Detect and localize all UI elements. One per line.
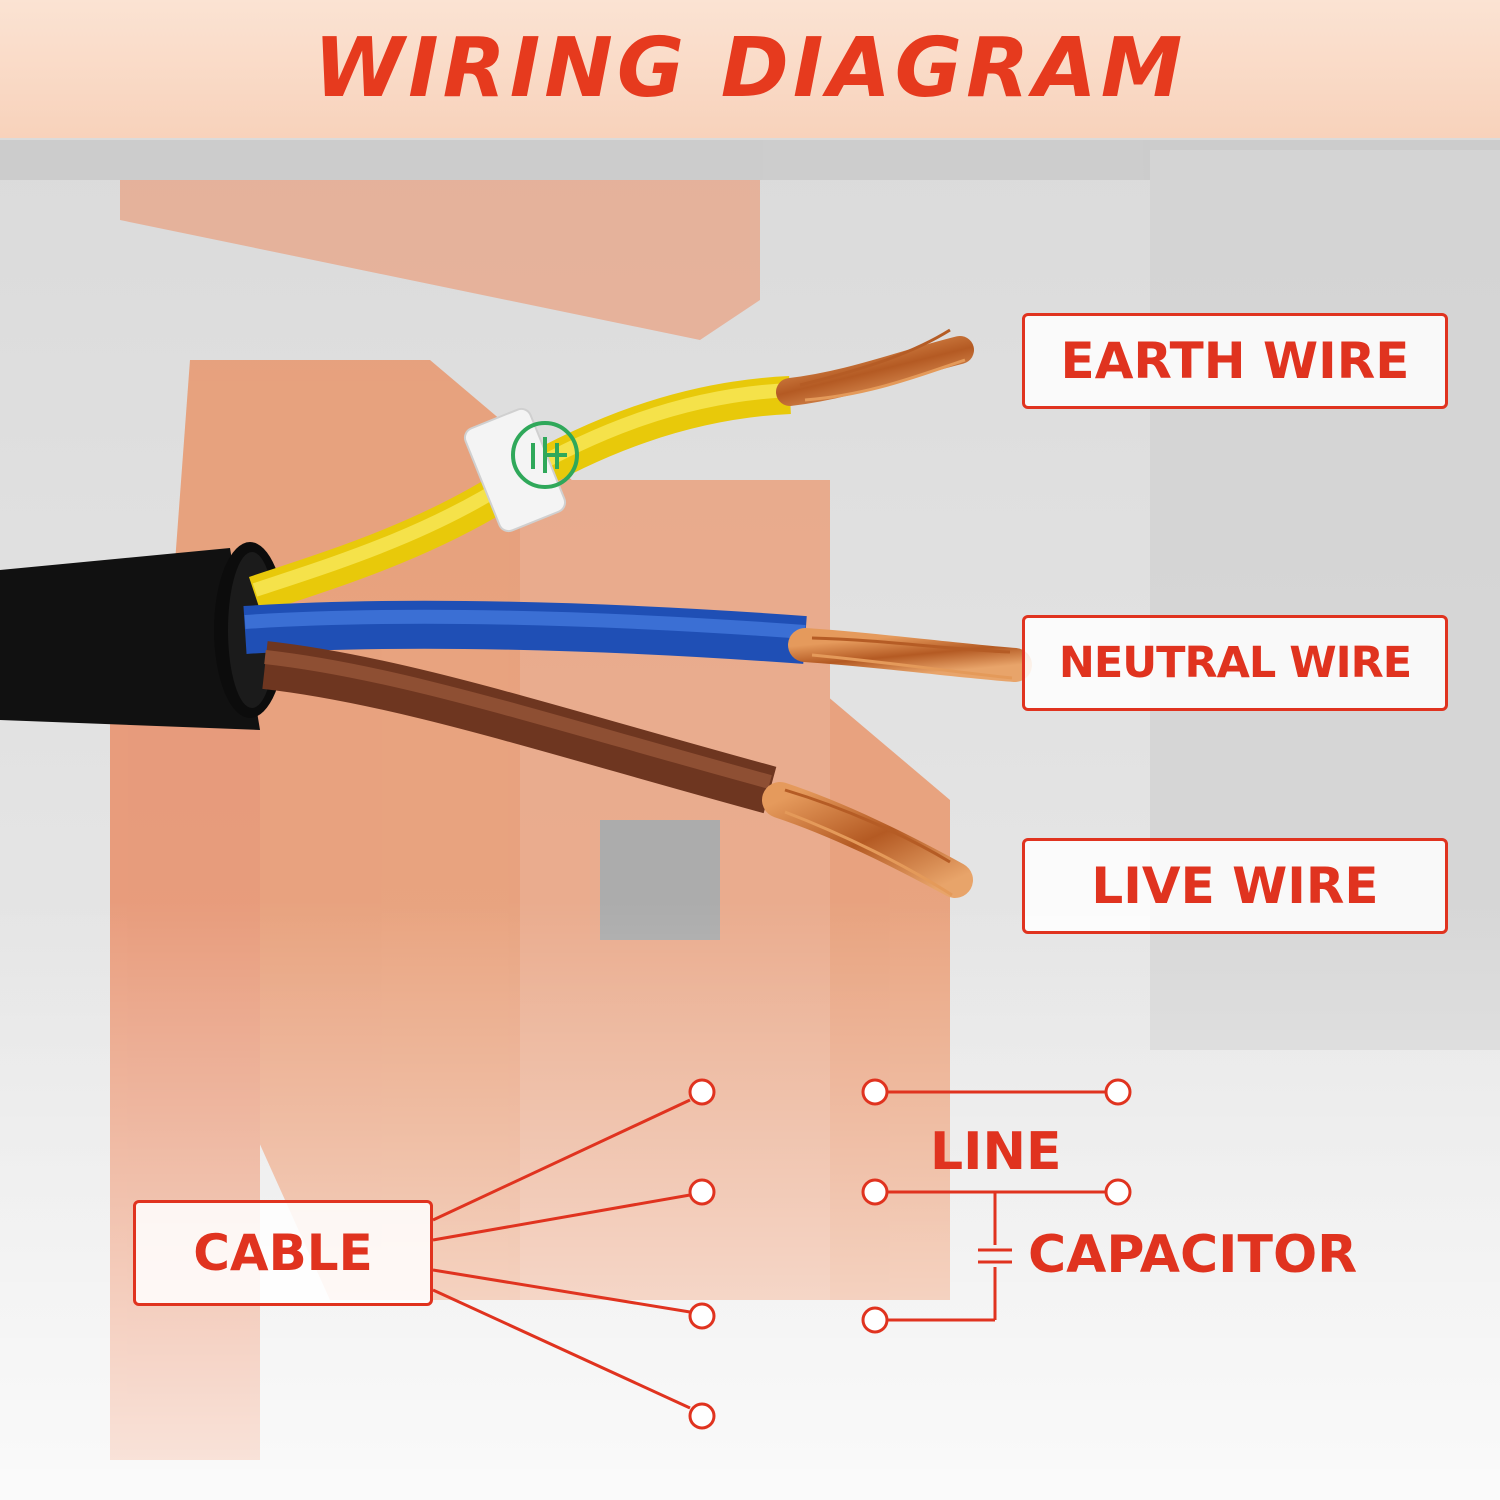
terminal	[861, 1306, 889, 1334]
line-label: LINE	[930, 1122, 1062, 1182]
earth-wire	[248, 328, 974, 614]
terminal	[688, 1178, 716, 1206]
live-wire	[262, 641, 973, 898]
cable-label: CABLE	[133, 1200, 433, 1306]
neutral-wire	[243, 600, 1032, 682]
header-banner: WIRING DIAGRAM	[0, 0, 1500, 138]
line-capacitor-schematic	[861, 1078, 1132, 1334]
earth-wire-label-text: EARTH WIRE	[1060, 332, 1410, 390]
ground-symbol-icon	[511, 421, 579, 489]
cable-sheath	[0, 542, 286, 730]
neutral-wire-label-text: NEUTRAL WIRE	[1058, 638, 1412, 688]
terminal	[861, 1178, 889, 1206]
terminal	[688, 1078, 716, 1106]
cable-schematic	[432, 1078, 716, 1430]
terminal	[1104, 1178, 1132, 1206]
cable-label-text: CABLE	[193, 1224, 373, 1282]
neutral-wire-label: NEUTRAL WIRE	[1022, 615, 1448, 711]
page-title: WIRING DIAGRAM	[313, 21, 1187, 116]
live-wire-label-text: LIVE WIRE	[1091, 857, 1379, 915]
earth-tag	[463, 407, 579, 533]
capacitor-label: CAPACITOR	[1028, 1225, 1358, 1285]
terminal	[688, 1302, 716, 1330]
terminal	[688, 1402, 716, 1430]
live-wire-label: LIVE WIRE	[1022, 838, 1448, 934]
terminal	[861, 1078, 889, 1106]
earth-wire-label: EARTH WIRE	[1022, 313, 1448, 409]
terminal	[1104, 1078, 1132, 1106]
